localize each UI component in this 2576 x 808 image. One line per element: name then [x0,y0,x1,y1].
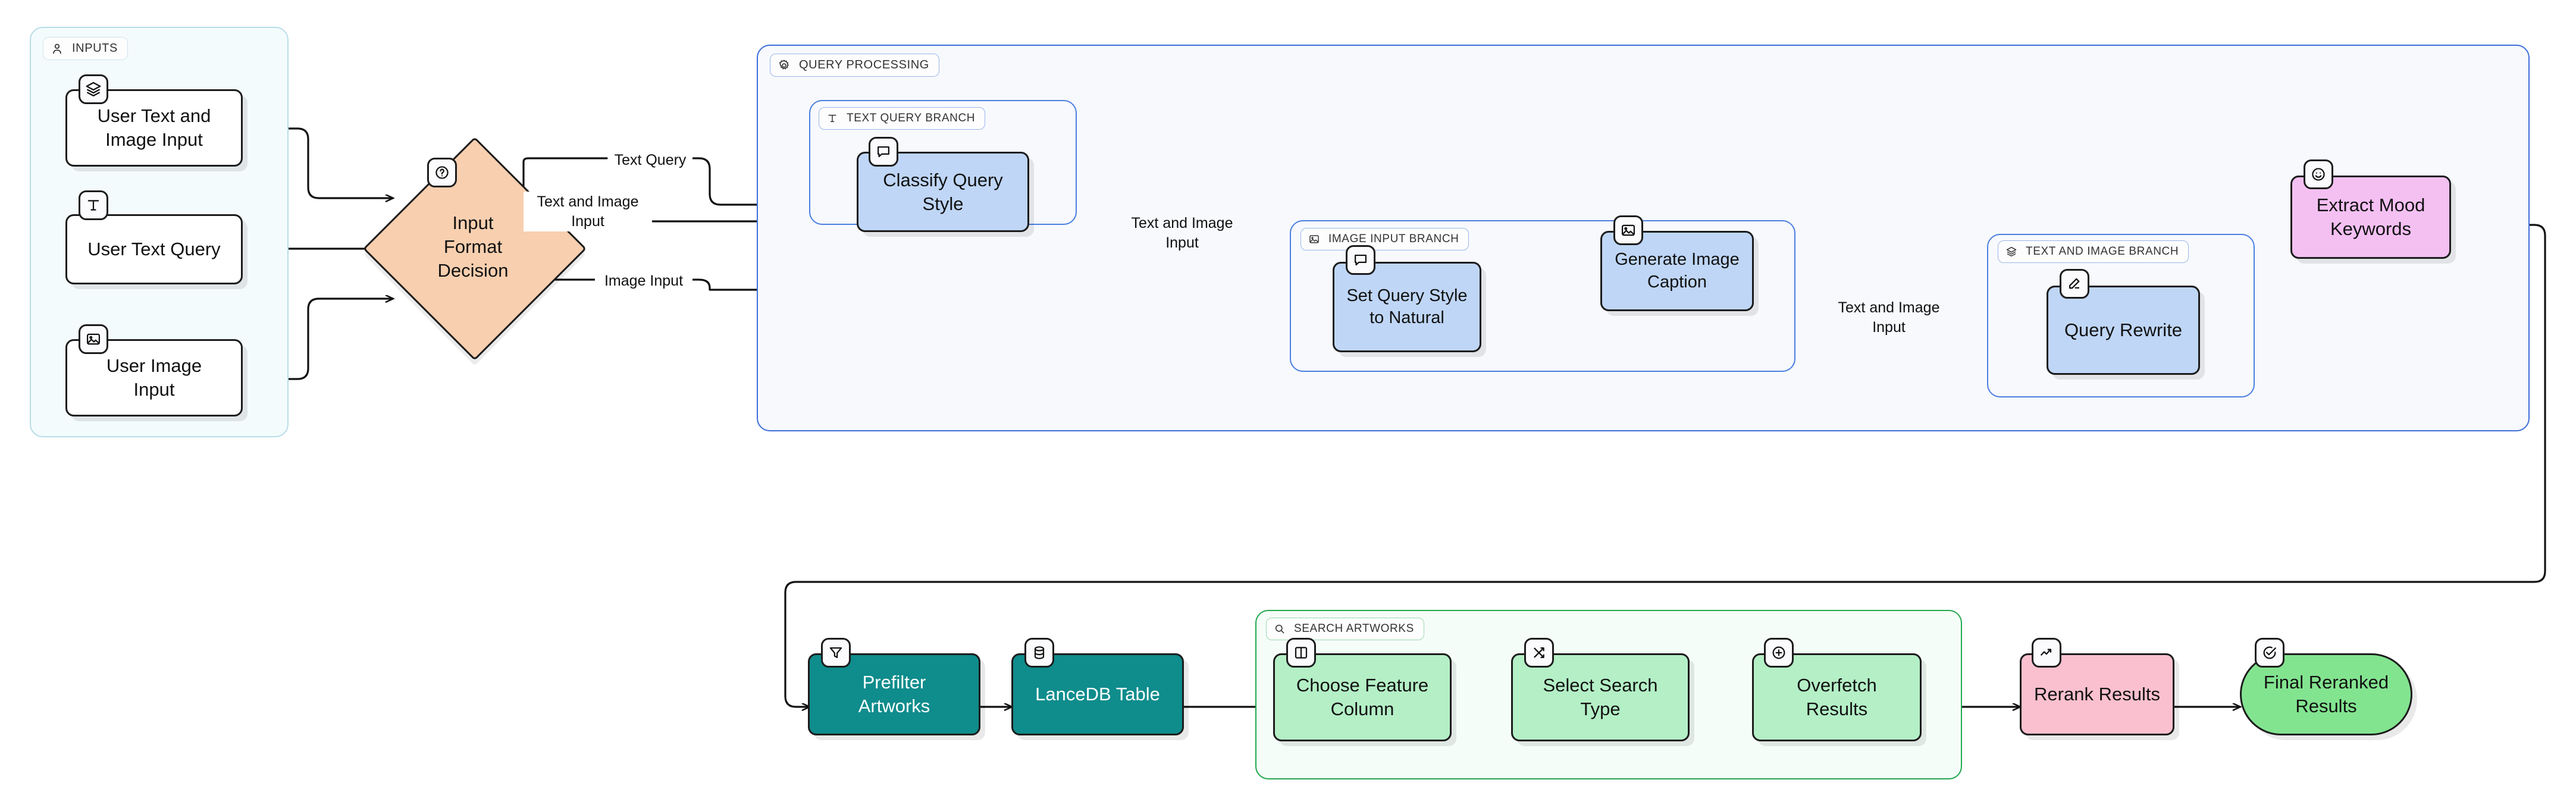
check-circle-icon [2255,638,2284,668]
smiley-icon [2304,159,2333,189]
node-user-text-query[interactable]: User Text Query [65,214,243,284]
node-label: Extract Mood Keywords [2317,193,2425,240]
cluster-label-image-input-branch: IMAGE INPUT BRANCH [1300,228,1469,250]
cluster-label-inputs: INPUTS [43,37,128,60]
user-icon [51,42,64,55]
node-label: Rerank Results [2034,682,2160,706]
layers-icon [79,74,108,104]
node-label: Prefilter Artworks [858,671,930,718]
edge-label-text-and-image-input-3: Text and Image Input [1813,297,1964,337]
node-label: User Image Input [106,354,202,401]
cluster-image-input-branch-text: IMAGE INPUT BRANCH [1328,233,1459,246]
cluster-search-artworks-text: SEARCH ARTWORKS [1294,622,1414,635]
cluster-query-processing-text: QUERY PROCESSING [799,58,929,72]
question-icon [427,158,457,187]
message-icon [869,137,898,167]
image-icon [1613,215,1643,245]
node-label: User Text Query [87,237,220,261]
cluster-label-text-query-branch: TEXT QUERY BRANCH [819,107,985,130]
image-icon [79,324,108,354]
node-query-rewrite[interactable]: Query Rewrite [2047,286,2200,375]
node-label: Overfetch Results [1797,674,1876,721]
node-label: Classify Query Style [883,168,1003,215]
cluster-label-search-artworks: SEARCH ARTWORKS [1266,618,1424,640]
edge-label-text-query: Text Query [608,150,692,171]
node-label: Choose Feature Column [1296,674,1428,721]
node-set-query-style-to-natural[interactable]: Set Query Style to Natural [1333,262,1481,352]
node-label: Set Query Style to Natural [1346,285,1467,329]
message-icon [1346,245,1375,275]
node-label: Generate Image Caption [1615,249,1740,293]
funnel-icon [821,638,851,668]
trend-up-icon [2032,638,2061,668]
node-label: Query Rewrite [2064,318,2182,342]
node-label: User Text and Image Input [98,104,211,151]
text-t-icon [826,112,838,124]
gear-icon [778,59,791,72]
edge-label-text-and-image-input-2: Text and Image Input [1107,213,1258,253]
cluster-label-query-processing: QUERY PROCESSING [770,54,939,77]
cluster-text-query-branch-text: TEXT QUERY BRANCH [847,112,975,125]
node-label: Final Reranked Results [2264,671,2389,718]
database-icon [1024,638,1054,668]
edge-label-image-input: Image Input [595,271,692,292]
pencil-icon [2060,269,2089,299]
plus-circle-icon [1764,638,1794,668]
node-label: Input Format Decision [438,211,509,282]
cluster-text-and-image-branch-text: TEXT AND IMAGE BRANCH [2026,245,2179,258]
image-icon [1308,233,1320,245]
columns-icon [1286,638,1316,668]
node-label: LanceDB Table [1035,682,1160,706]
cluster-inputs-text: INPUTS [72,42,118,55]
node-label: Select Search Type [1543,674,1658,721]
layers-icon [2005,246,2017,258]
text-t-icon [79,190,108,220]
shuffle-icon [1524,638,1554,668]
cluster-label-text-and-image-branch: TEXT AND IMAGE BRANCH [1998,240,2189,263]
edge-label-text-and-image-input-1: Text and Image Input [524,192,652,231]
search-icon [1274,623,1286,635]
